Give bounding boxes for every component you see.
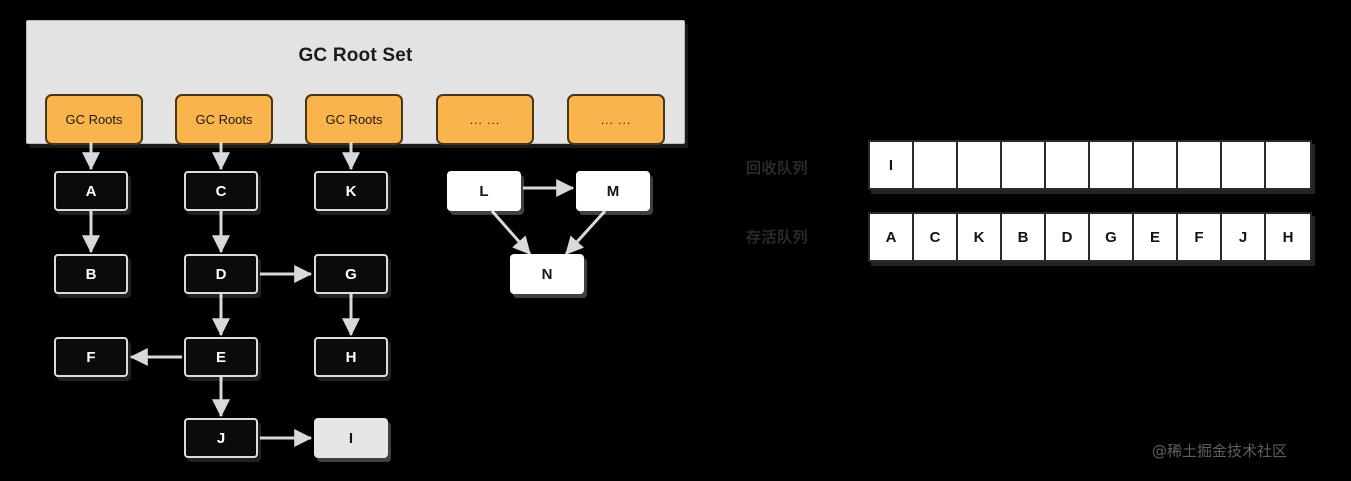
graph-node-c[interactable]: C — [184, 171, 258, 211]
queue-cell: D — [1046, 214, 1090, 260]
graph-node-b[interactable]: B — [54, 254, 128, 294]
queue-cell: K — [958, 214, 1002, 260]
table-label-2: 存活队列 — [746, 229, 809, 246]
queue-table-1: I — [868, 140, 1312, 190]
queue-cell: E — [1134, 214, 1178, 260]
gc-root-set-panel: GC Root Set GC Roots GC Roots GC Roots .… — [26, 20, 685, 145]
queue-cell — [1266, 142, 1310, 188]
queue-cell — [1090, 142, 1134, 188]
graph-node-n[interactable]: N — [510, 254, 584, 294]
watermark: @稀土掘金技术社区 — [1152, 442, 1288, 460]
queue-cell — [1178, 142, 1222, 188]
graph-node-j[interactable]: J — [184, 418, 258, 458]
graph-node-h[interactable]: H — [314, 337, 388, 377]
gc-roots-box-ellipsis-2[interactable]: ... ... — [567, 94, 665, 145]
graph-node-l[interactable]: L — [447, 171, 521, 211]
queue-cell — [1002, 142, 1046, 188]
queue-cell: G — [1090, 214, 1134, 260]
queue-cell — [914, 142, 958, 188]
graph-node-a[interactable]: A — [54, 171, 128, 211]
queue-cell: C — [914, 214, 958, 260]
gc-roots-box-3[interactable]: GC Roots — [305, 94, 403, 145]
gc-roots-box-2[interactable]: GC Roots — [175, 94, 273, 145]
gc-roots-box-1[interactable]: GC Roots — [45, 94, 143, 145]
gc-roots-box-ellipsis-1[interactable]: ... ... — [436, 94, 534, 145]
queue-cell — [1046, 142, 1090, 188]
queue-cell: A — [870, 214, 914, 260]
queue-cell: F — [1178, 214, 1222, 260]
graph-node-f[interactable]: F — [54, 337, 128, 377]
queue-cell: I — [870, 142, 914, 188]
graph-node-k[interactable]: K — [314, 171, 388, 211]
graph-node-e[interactable]: E — [184, 337, 258, 377]
queue-cell: H — [1266, 214, 1310, 260]
queue-cell — [958, 142, 1002, 188]
graph-node-i[interactable]: I — [314, 418, 388, 458]
table-label-1: 回收队列 — [746, 160, 809, 177]
queue-cell: B — [1002, 214, 1046, 260]
queue-cell — [1222, 142, 1266, 188]
graph-node-m[interactable]: M — [576, 171, 650, 211]
gc-root-set-title: GC Root Set — [298, 45, 413, 66]
queue-cell: J — [1222, 214, 1266, 260]
graph-node-g[interactable]: G — [314, 254, 388, 294]
queue-cell — [1134, 142, 1178, 188]
graph-node-d[interactable]: D — [184, 254, 258, 294]
